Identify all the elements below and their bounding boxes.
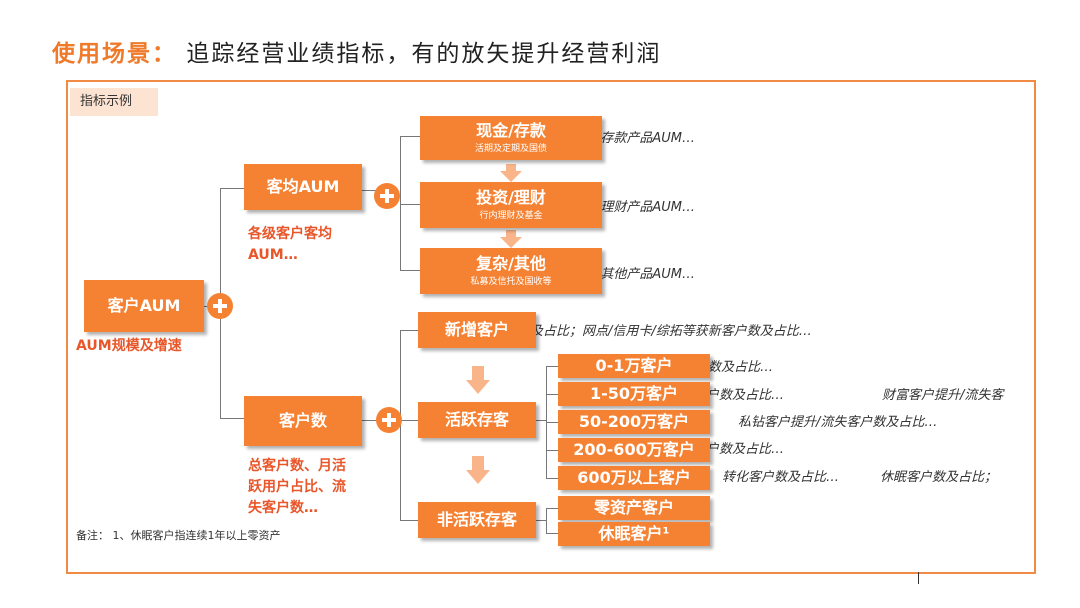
customer-count-note-line: 失客户数… [248, 500, 318, 516]
desc-tier-2: 户数及占比… [706, 388, 785, 403]
tier-label: 1-50万客户 [589, 384, 679, 403]
title-text: 追踪经营业绩指标，有的放矢提升经营利润 [186, 41, 662, 67]
inactive-item-label: 零资产客户 [593, 498, 674, 517]
divider [918, 572, 919, 584]
tier-box: 600万以上客户 [558, 466, 710, 490]
footnote: 备注： 1、休眠客户指连续1年以上零资产 [76, 529, 281, 542]
desc-tier-4: 户数及占比… [706, 442, 785, 457]
connector [400, 136, 420, 137]
connector [536, 420, 546, 421]
desc-tier-5: 转化客户数及占比… [722, 470, 840, 485]
connector [546, 508, 547, 533]
connector [546, 478, 558, 479]
complex-other-label: 复杂/其他 [476, 253, 546, 273]
avg-aum-note-line: 各级客户客均 [248, 226, 332, 242]
plus-icon [374, 183, 400, 209]
invest-wealth-sub: 行内理财及基金 [479, 210, 543, 221]
connector [220, 188, 244, 189]
avg-aum-note: 各级客户客均 AUM… [248, 224, 332, 266]
root-aum-box: 客户AUM [84, 280, 204, 332]
inactive-item-box: 零资产客户 [558, 496, 710, 520]
connector [546, 422, 558, 423]
invest-wealth-box: 投资/理财 行内理财及基金 [420, 182, 602, 228]
title-highlight: 使用场景： [52, 40, 177, 67]
avg-aum-note-line: AUM… [248, 247, 298, 263]
connector [400, 204, 420, 205]
avg-aum-label: 客均AUM [266, 177, 340, 196]
connector [400, 420, 420, 421]
complex-other-box: 复杂/其他 私募及信托及国收等 [420, 248, 602, 294]
cash-deposit-label: 现金/存款 [476, 120, 546, 140]
connector [400, 270, 420, 271]
connector [536, 520, 546, 521]
customer-count-label: 客户数 [278, 411, 327, 430]
active-customer-box: 活跃存客 [418, 402, 536, 438]
desc-complex: /其他产品AUM… [596, 267, 696, 282]
plus-icon [376, 407, 402, 433]
root-aum-label: 客户AUM [107, 296, 181, 315]
inactive-item-label: 休眠客户¹ [598, 524, 670, 543]
desc-tier-1: 数及占比… [708, 360, 774, 375]
cash-deposit-box: 现金/存款 活期及定期及国债 [420, 116, 602, 160]
invest-wealth-label: 投资/理财 [476, 187, 546, 207]
desc-tier-3: 私钻客户提升/流失客户数及占比… [738, 415, 938, 430]
avg-aum-box: 客均AUM [244, 164, 362, 210]
connector [400, 520, 420, 521]
tier-label: 200-600万客户 [573, 440, 695, 459]
down-arrow-icon [500, 230, 522, 248]
connector [400, 136, 401, 270]
connector [546, 450, 558, 451]
active-customer-label: 活跃存客 [444, 410, 509, 429]
customer-count-note-line: 总客户数、月活 [248, 458, 346, 474]
tier-box: 1-50万客户 [558, 382, 710, 406]
connector [546, 394, 558, 395]
tier-label: 0-1万客户 [595, 356, 673, 375]
desc-tier-2b: 财富客户提升/流失客 [882, 388, 1004, 403]
desc-tier-5b: 休眠客户数及占比； [880, 470, 998, 485]
page-title: 使用场景： 追踪经营业绩指标，有的放矢提升经营利润 [52, 34, 661, 68]
desc-cash: /存款产品AUM… [596, 131, 696, 146]
down-arrow-icon [466, 366, 490, 394]
down-arrow-icon [500, 164, 522, 182]
connector [400, 330, 420, 331]
connector [546, 366, 558, 367]
desc-new-customer: 及占比；网点/信用卡/综拓等获新客户数及占比… [530, 324, 812, 339]
desc-invest: /理财产品AUM… [596, 200, 696, 215]
tier-box: 200-600万客户 [558, 438, 710, 462]
customer-count-note-line: 跃用户占比、流 [248, 479, 346, 495]
root-aum-note: AUM规模及增速 [76, 338, 182, 354]
tier-box: 50-200万客户 [558, 410, 710, 434]
customer-count-note: 总客户数、月活 跃用户占比、流 失客户数… [248, 456, 346, 519]
tier-box: 0-1万客户 [558, 354, 710, 378]
complex-other-sub: 私募及信托及国收等 [470, 276, 552, 287]
diagram-frame [66, 80, 1036, 574]
customer-count-box: 客户数 [244, 396, 362, 446]
tier-label: 600万以上客户 [577, 468, 691, 487]
new-customer-box: 新增客户 [418, 312, 536, 348]
cash-deposit-sub: 活期及定期及国债 [474, 143, 547, 154]
inactive-customer-label: 非活跃存客 [436, 510, 517, 529]
example-tag: 指标示例 [70, 88, 158, 116]
inactive-item-box: 休眠客户¹ [558, 522, 710, 546]
plus-icon [207, 293, 233, 319]
connector [220, 418, 244, 419]
connector [362, 420, 388, 421]
new-customer-label: 新增客户 [444, 320, 509, 339]
down-arrow-icon [466, 456, 490, 484]
tier-label: 50-200万客户 [578, 412, 690, 431]
inactive-customer-box: 非活跃存客 [418, 502, 536, 538]
connector [546, 508, 558, 509]
connector [546, 533, 558, 534]
